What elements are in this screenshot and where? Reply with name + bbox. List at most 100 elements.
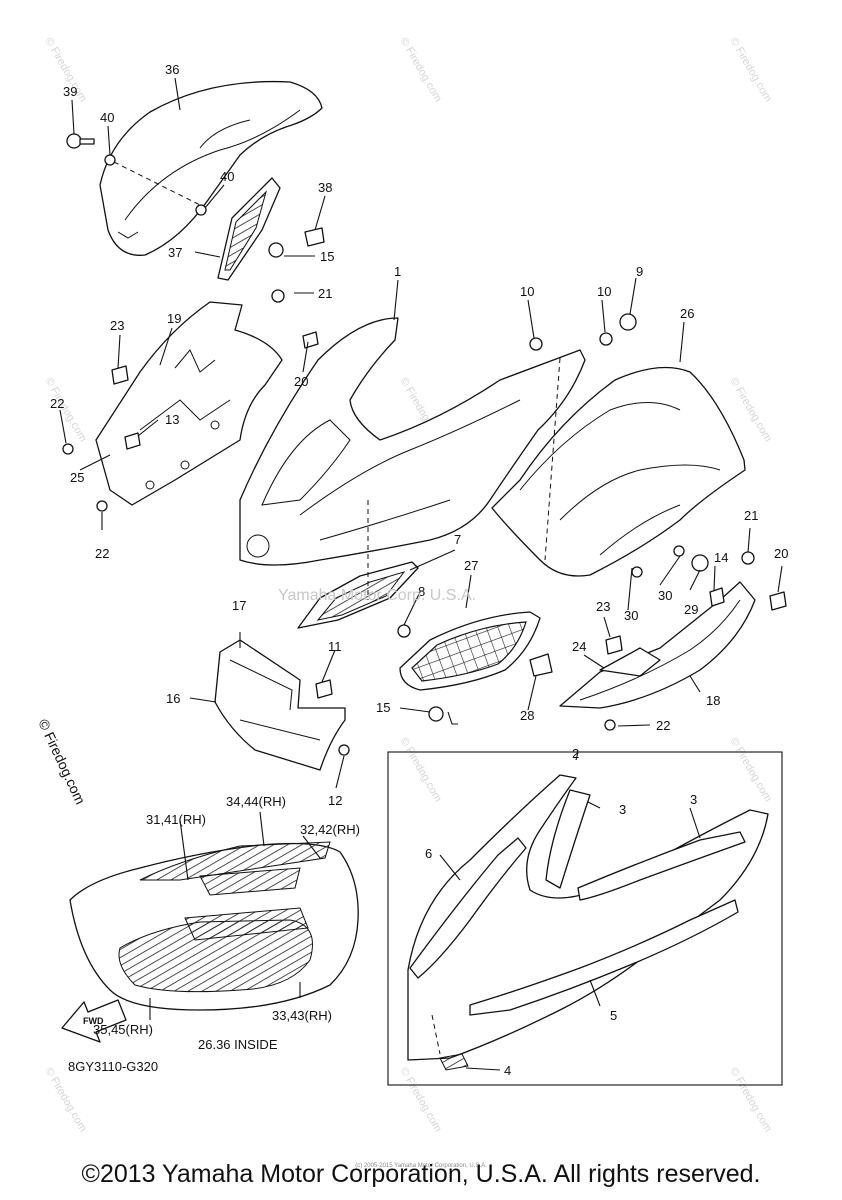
callout-5: 5 <box>610 1008 617 1023</box>
callout-23: 23 <box>596 599 610 614</box>
part-28-clip <box>529 653 553 677</box>
callout-2: 2 <box>572 746 579 761</box>
part-11-nut <box>315 679 333 699</box>
callout-21: 21 <box>744 508 758 523</box>
part-38-clip <box>304 227 325 247</box>
part-22-screw <box>604 719 616 731</box>
part-15-nut <box>428 706 444 722</box>
watermark-tile: © Firedog.com <box>42 1066 89 1135</box>
callout-1: 1 <box>394 264 401 279</box>
callout-18: 18 <box>706 693 720 708</box>
watermark-tile: © Firedog.com <box>727 1066 774 1135</box>
callout-23: 23 <box>110 318 124 333</box>
part-10-washer <box>599 332 613 346</box>
part-29-bolt <box>691 554 709 572</box>
callout-36: 36 <box>165 62 179 77</box>
callout-7: 7 <box>454 532 461 547</box>
callout-6: 6 <box>425 846 432 861</box>
callout-13: 13 <box>165 412 179 427</box>
decal-stripes-assembly <box>69 841 359 1011</box>
part-22-screw <box>62 443 74 455</box>
callout-22: 22 <box>95 546 109 561</box>
part-7-vent <box>297 561 419 629</box>
callout-40: 40 <box>100 110 114 125</box>
callout-21: 21 <box>318 286 332 301</box>
callout-33-43: 33,43(RH) <box>272 1008 332 1023</box>
callout-8: 8 <box>418 584 425 599</box>
watermark-tile: © Firedog.com <box>727 736 774 805</box>
part-24-bracket <box>599 647 661 677</box>
callout-30: 30 <box>658 588 672 603</box>
watermark-tile: © Firedog.com <box>397 1066 444 1135</box>
callout-26: 26 <box>680 306 694 321</box>
part-2-decal-panel <box>407 774 769 1071</box>
part-10-washer <box>529 337 543 351</box>
callout-30: 30 <box>624 608 638 623</box>
part-39-screw <box>66 133 95 149</box>
callout-22: 22 <box>50 396 64 411</box>
part-12-screw <box>338 744 350 756</box>
part-36-front-cowl <box>99 80 323 256</box>
part-21-bolt <box>741 551 755 565</box>
callout-10: 10 <box>597 284 611 299</box>
callout-34-44: 34,44(RH) <box>226 794 286 809</box>
part-20-nut <box>769 591 787 611</box>
part-30-washer <box>673 545 685 557</box>
callout-38: 38 <box>318 180 332 195</box>
callout-24: 24 <box>572 639 586 654</box>
callout-12: 12 <box>328 793 342 808</box>
callout-31-41: 31,41(RH) <box>146 812 206 827</box>
leader-lines <box>59 77 783 1071</box>
part-13-clip <box>124 432 141 450</box>
callout-16: 16 <box>166 691 180 706</box>
callout-15: 15 <box>376 700 390 715</box>
part-40-washer <box>195 204 207 216</box>
callout-22: 22 <box>656 718 670 733</box>
callout-10: 10 <box>520 284 534 299</box>
watermark-tile: © Firedog.com <box>727 376 774 445</box>
watermark-side: © Firedog.com <box>35 717 88 807</box>
part-1-side-cowl <box>239 317 586 566</box>
callout-labels: 36 39 40 40 38 37 15 21 23 19 20 22 13 2… <box>50 62 788 1078</box>
watermark-tile: © Firedog.com <box>397 36 444 105</box>
callout-32-42: 32,42(RH) <box>300 822 360 837</box>
callout-37: 37 <box>168 245 182 260</box>
callout-9: 9 <box>636 264 643 279</box>
callout-17: 17 <box>232 598 246 613</box>
callout-40: 40 <box>220 169 234 184</box>
part-8-screw <box>397 624 411 638</box>
callout-15: 15 <box>320 249 334 264</box>
fwd-arrow-icon: FWD <box>61 999 127 1043</box>
part-16-lower-panel <box>214 639 346 771</box>
callout-25: 25 <box>70 470 84 485</box>
callout-4: 4 <box>504 1063 511 1078</box>
callout-29: 29 <box>684 602 698 617</box>
part-21-bolt <box>271 289 285 303</box>
watermark-center: Yamaha Motor Corp. U.S.A. <box>278 587 476 604</box>
watermark-tile: © Firedog.com <box>727 36 774 105</box>
part-26-rear-cowl <box>491 366 746 577</box>
part-40-washer <box>104 154 116 166</box>
callout-3: 3 <box>619 802 626 817</box>
callout-3: 3 <box>690 792 697 807</box>
part-23-clip <box>605 635 623 655</box>
part-30-washer <box>631 566 643 578</box>
part-22-screw <box>96 500 108 512</box>
callout-14: 14 <box>714 550 728 565</box>
watermark-tile: © Firedog.com <box>397 736 444 805</box>
callout-19: 19 <box>167 311 181 326</box>
callout-39: 39 <box>63 84 77 99</box>
fineprint: (c) 2005-2015 Yamaha Motor Corporation, … <box>355 1163 487 1169</box>
part-20-nut <box>302 331 319 349</box>
copyright-footer: ©2013 Yamaha Motor Corporation, U.S.A. A… <box>81 1160 761 1188</box>
fwd-label: FWD <box>83 1016 104 1026</box>
part-15-nut <box>268 242 284 258</box>
inside-note: 26.36 INSIDE <box>198 1037 278 1052</box>
part-14-clip <box>709 587 725 607</box>
part-18-under-cowl <box>559 581 756 709</box>
part-27-grille <box>399 611 541 691</box>
part-19-inner-panel <box>95 301 283 506</box>
part-23-clip <box>111 365 129 385</box>
callout-20: 20 <box>294 374 308 389</box>
